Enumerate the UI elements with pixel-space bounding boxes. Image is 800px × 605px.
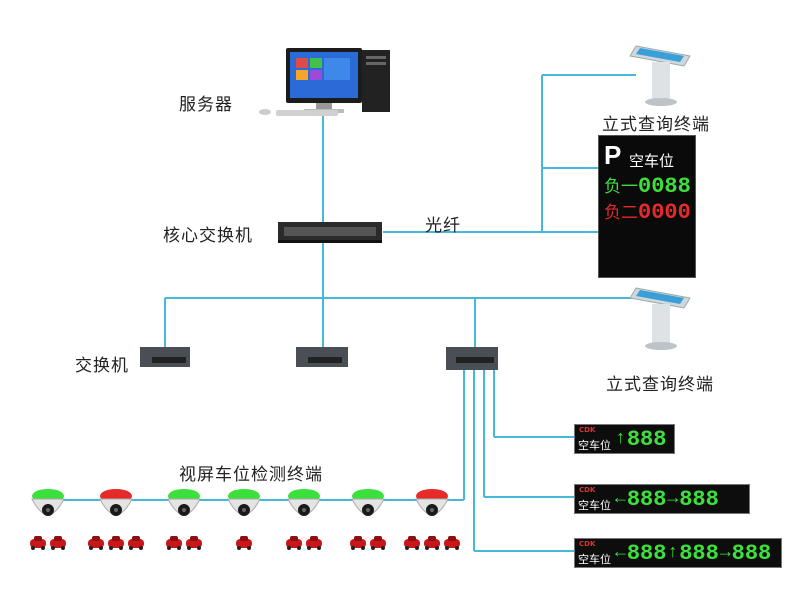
server-computer-icon — [259, 48, 390, 116]
detector-label: 视屏车位检测终端 — [179, 465, 323, 485]
sign-segment: ←888 — [614, 487, 666, 512]
car-icon — [424, 536, 440, 550]
detector-camera-icon — [99, 489, 133, 516]
detector-camera-icon — [415, 489, 449, 516]
core-switch-icon — [278, 222, 382, 243]
display-title: 空车位 — [629, 152, 675, 170]
up-arrow-icon: ↑ — [667, 543, 679, 563]
car-icon — [404, 536, 420, 550]
access-switch-icon — [140, 347, 190, 367]
sign-logo: CDK — [579, 540, 596, 548]
car-icon — [444, 536, 460, 550]
detector-camera-icon — [31, 489, 65, 516]
left-arrow-icon: ← — [615, 543, 626, 563]
sign-segment: →888 — [666, 487, 718, 512]
sign-segment: ←888 — [614, 541, 666, 566]
segment-value: 888 — [626, 540, 667, 566]
level-name: 负二 — [604, 203, 638, 223]
guidance-sign: CDK 空车位 ↑888 — [574, 424, 675, 454]
sign-segment: ↑888 — [614, 427, 666, 452]
detector-camera-icon — [167, 489, 201, 516]
level-name: 负一 — [604, 177, 638, 197]
kiosk-bottom-label: 立式查询终端 — [606, 375, 714, 395]
level-count: 0000 — [638, 200, 691, 225]
detector-camera-icon — [287, 489, 321, 516]
level-count: 0088 — [638, 174, 691, 199]
sign-prefix: 空车位 — [578, 553, 611, 566]
segment-value: 888 — [626, 426, 667, 452]
car-icon — [306, 536, 322, 550]
car-icon — [236, 536, 252, 550]
segment-value: 888 — [626, 486, 667, 512]
sign-logo: CDK — [579, 426, 596, 434]
kiosk-top-label: 立式查询终端 — [602, 115, 710, 135]
switch-label: 交换机 — [75, 356, 129, 376]
access-switch-icon — [446, 347, 498, 370]
left-arrow-icon: ← — [615, 489, 626, 509]
car-icon — [50, 536, 66, 550]
kiosk-terminal-icon — [629, 45, 691, 106]
camera-row — [30, 489, 460, 550]
car-icon — [186, 536, 202, 550]
segment-value: 888 — [731, 540, 772, 566]
car-icon — [350, 536, 366, 550]
core-switch-label: 核心交换机 — [163, 226, 253, 246]
level-row: 负二0000 — [604, 198, 691, 225]
right-arrow-icon: → — [719, 543, 731, 563]
car-icon — [166, 536, 182, 550]
car-icon — [128, 536, 144, 550]
car-icon — [30, 536, 46, 550]
car-icon — [108, 536, 124, 550]
car-icon — [286, 536, 302, 550]
right-arrow-icon: → — [667, 489, 679, 509]
fiber-label: 光纤 — [425, 216, 461, 236]
sign-prefix: 空车位 — [578, 439, 611, 452]
server-label: 服务器 — [179, 95, 233, 115]
access-switch-icon — [296, 347, 348, 367]
car-icon — [88, 536, 104, 550]
up-arrow-icon: ↑ — [615, 429, 626, 449]
level-row: 负一0088 — [604, 172, 691, 199]
parking-info-display: P 空车位 负一0088 负二0000 — [598, 135, 696, 278]
segment-value: 888 — [679, 540, 719, 566]
sign-logo: CDK — [579, 486, 596, 494]
sign-segment: ↑888 — [666, 541, 718, 566]
connection-lines — [48, 74, 636, 552]
segment-value: 888 — [679, 486, 719, 512]
parking-logo: P — [604, 140, 622, 170]
kiosk-terminal-icon — [629, 287, 691, 350]
detector-camera-icon — [351, 489, 385, 516]
detector-camera-icon — [227, 489, 261, 516]
sign-prefix: 空车位 — [578, 499, 611, 512]
car-icon — [370, 536, 386, 550]
sign-segment: →888 — [719, 541, 771, 566]
